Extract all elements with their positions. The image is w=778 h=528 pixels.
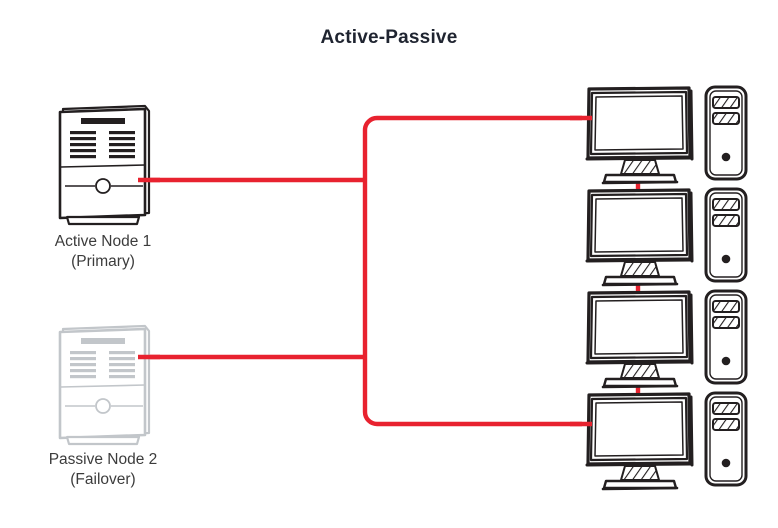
client-2-workstation-icon[interactable]	[585, 187, 748, 287]
page-title: Active-Passive	[320, 27, 458, 48]
network-links	[146, 115, 641, 427]
active-node-label-line1: Active Node 1	[54, 233, 152, 250]
node-active-server-icon[interactable]	[58, 104, 151, 226]
client-1-workstation-icon[interactable]	[585, 85, 748, 185]
active-node-label-line2: (Primary)	[71, 253, 135, 270]
client-3-workstation-icon[interactable]	[585, 289, 748, 389]
passive-node-label-line1: Passive Node 2	[48, 451, 158, 468]
node-passive-server-icon[interactable]	[58, 324, 151, 446]
active-node-label: Active Node 1 (Primary)	[23, 232, 183, 272]
client-4-workstation-icon[interactable]	[585, 391, 748, 491]
passive-node-label: Passive Node 2 (Failover)	[18, 450, 188, 490]
network-bus	[362, 115, 582, 427]
passive-node-label-line2: (Failover)	[70, 471, 136, 488]
